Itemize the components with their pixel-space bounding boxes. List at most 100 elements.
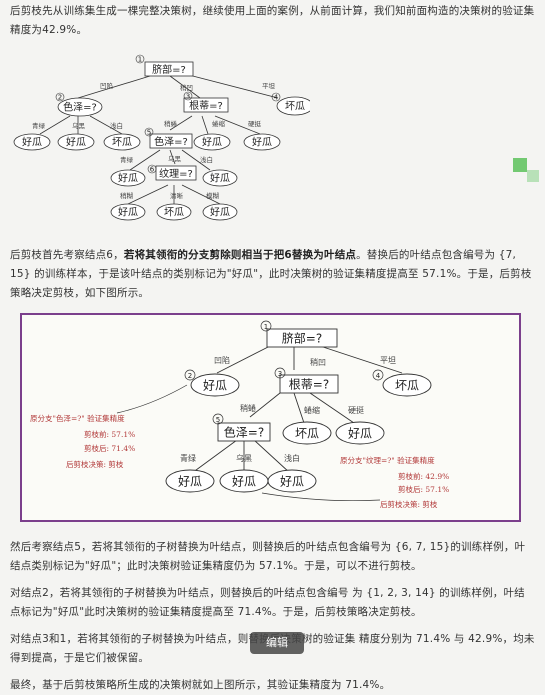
node-3 — [279, 374, 339, 394]
paragraph-intro: 后剪枝先从训练集生成一棵完整决策树，继续使用上面的案例，从前面计算，我们知前面构… — [10, 5, 535, 36]
node-2-label: 色泽=? — [63, 101, 97, 114]
edge-label: 凹陷 — [100, 81, 113, 90]
annotation-left-before: 剪枝前: 57.1% — [84, 429, 135, 439]
edge-label: 浅白 — [110, 121, 123, 130]
edge-label: 稍蜷 — [240, 403, 256, 413]
edge-label: 青绿 — [32, 121, 46, 130]
leaf-node — [103, 133, 141, 151]
edge-label: 硬挺 — [348, 405, 364, 415]
leaf-label: 好瓜 — [202, 137, 222, 149]
node-number-1: 1 — [138, 56, 142, 64]
leaf-label: 好瓜 — [178, 475, 202, 489]
leaf-node — [267, 469, 317, 493]
bold-highlight: 若将其领衔的分支剪除则相当于把6替换为叶结点 — [123, 249, 357, 261]
edit-button[interactable]: 编辑 — [250, 632, 304, 654]
leaf-node — [110, 169, 146, 187]
node-number-3: 3 — [186, 93, 190, 101]
leaf-label: 好瓜 — [210, 173, 230, 185]
edge-label: 浅白 — [200, 155, 213, 164]
leaf-node — [335, 421, 385, 445]
leaf-label: 好瓜 — [232, 475, 256, 489]
edge-label: 稍糊 — [120, 191, 134, 200]
edge-label: 模糊 — [206, 191, 220, 200]
leaf-node — [202, 169, 238, 187]
edge-label: 乌黑 — [168, 154, 182, 163]
leaf-label: 好瓜 — [118, 207, 138, 219]
node-number-1: 1 — [264, 323, 268, 331]
edge-label: 硬挺 — [248, 119, 262, 128]
pruned-tree-figure: 脐部=? 1 凹陷 稍凹 平坦 好瓜 2 根蒂=? 3 坏瓜 4 稍蜷 蜷缩 硬… — [20, 313, 521, 522]
node-3 — [183, 97, 229, 113]
node-number-6: 6 — [150, 166, 155, 174]
leaf-node — [202, 203, 238, 221]
node-number-4: 4 — [376, 372, 381, 380]
node-4-label: 坏瓜 — [285, 101, 305, 113]
root-node — [144, 61, 194, 77]
leaf-label: 好瓜 — [118, 173, 138, 185]
leaf-label: 好瓜 — [22, 137, 42, 149]
edge-label: 蜷缩 — [212, 119, 226, 128]
edge-label: 清晰 — [170, 191, 184, 200]
green-marker — [513, 158, 527, 172]
node-5-label: 色泽=? — [154, 135, 188, 148]
node-5-label: 色泽=? — [224, 426, 264, 440]
edge-label: 凹陷 — [214, 355, 230, 365]
leaf-node — [282, 421, 332, 445]
node-4-label: 坏瓜 — [395, 379, 419, 393]
paragraph-node6: 后剪枝首先考察结点6，若将其领衔的分支剪除则相当于把6替换为叶结点。替换后的叶结… — [10, 249, 532, 299]
annotation-left-title: 原分支"色泽=?" 验证集精度 — [30, 413, 125, 423]
node-number-5: 5 — [216, 416, 220, 424]
node-5 — [149, 133, 193, 149]
edge-label: 稍蜷 — [164, 119, 178, 128]
leaf-node — [193, 133, 231, 151]
leaf-node — [110, 203, 146, 221]
node-6 — [155, 165, 197, 181]
paragraph-node5: 然后考察结点5，若将其领衔的子树替换为叶结点，则替换后的叶结点包含编号为 {6,… — [10, 541, 526, 572]
node-2 — [190, 373, 240, 397]
annotation-right-decision: 后剪枝决策: 剪枝 — [380, 499, 438, 509]
node-3-label: 根蒂=? — [189, 99, 223, 112]
node-6-label: 纹理=? — [159, 167, 193, 180]
leaf-node — [156, 203, 192, 221]
annotation-right-title: 原分支"纹理=?" 验证集精度 — [340, 455, 435, 465]
edge-label: 乌黑 — [236, 453, 252, 463]
annotation-right-before: 剪枝前: 42.9% — [398, 471, 449, 481]
paragraph-final: 最终，基于后剪枝策略所生成的决策树就如上图所示，其验证集精度为 71.4%。 — [10, 679, 391, 691]
edge-label: 平坦 — [262, 81, 276, 90]
node-number-5: 5 — [147, 129, 151, 137]
green-marker — [527, 170, 539, 182]
node-number-2: 2 — [188, 372, 192, 380]
full-decision-tree: 脐部=? 1 凹陷 稍凹 平坦 色泽=? 2 根蒂=? 3 坏瓜 4 青绿 乌黑… — [13, 54, 310, 221]
edge-label: 青绿 — [120, 155, 134, 164]
leaf-label: 坏瓜 — [295, 427, 319, 441]
root-node-label: 脐部=? — [152, 63, 186, 76]
leaf-label: 好瓜 — [252, 137, 272, 149]
node-number-3: 3 — [278, 370, 282, 378]
node-number-4: 4 — [274, 94, 279, 102]
leaf-node — [57, 133, 95, 151]
leaf-label: 好瓜 — [348, 427, 372, 441]
edge-label: 乌黑 — [72, 121, 86, 130]
edge-label: 蜷缩 — [304, 405, 320, 415]
edge-label: 稍凹 — [310, 357, 326, 367]
root-node — [266, 328, 338, 348]
edge-label: 平坦 — [380, 356, 396, 365]
annotation-right-after: 剪枝后: 57.1% — [398, 484, 449, 494]
leaf-node — [13, 133, 51, 151]
annotation-left-decision: 后剪枝决策: 剪枝 — [66, 459, 124, 469]
leaf-label: 坏瓜 — [112, 137, 132, 149]
leaf-label: 好瓜 — [66, 137, 86, 149]
edge-label: 青绿 — [180, 453, 196, 463]
annotation-left-after: 剪枝后: 71.4% — [84, 443, 135, 453]
leaf-node — [165, 469, 215, 493]
leaf-label: 好瓜 — [280, 475, 304, 489]
node-2-label: 好瓜 — [203, 379, 227, 393]
paragraph-node2: 对结点2，若将其领衔的子树替换为叶结点，则替换后的叶结点包含编号 为 {1, 2… — [10, 587, 525, 618]
edge-label: 稍凹 — [180, 83, 193, 92]
root-node-label: 脐部=? — [282, 331, 322, 346]
node-4 — [276, 96, 310, 116]
node-4 — [382, 373, 432, 397]
node-2 — [57, 97, 103, 117]
node-3-label: 根蒂=? — [289, 378, 329, 392]
leaf-label: 好瓜 — [210, 207, 230, 219]
